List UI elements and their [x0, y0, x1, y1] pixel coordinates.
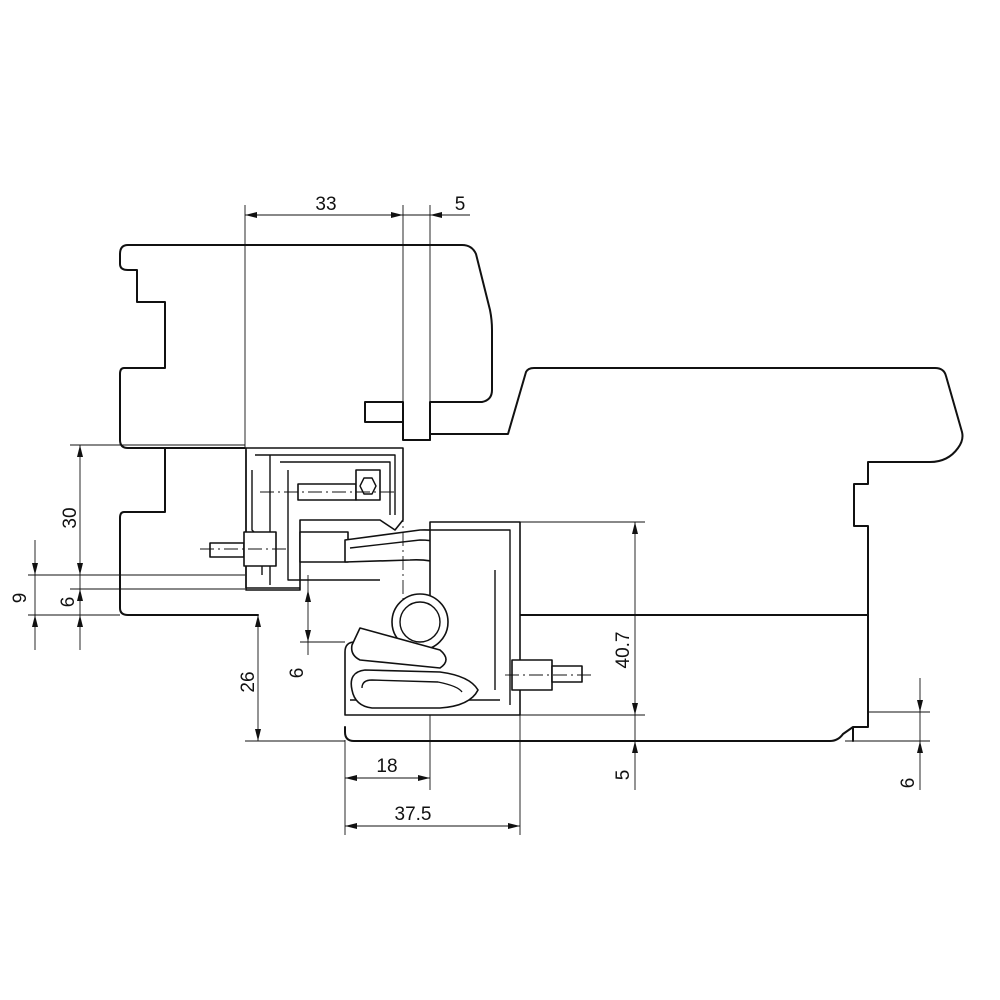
right-screw-shaft: [551, 665, 583, 683]
dim-5-top-label: 5: [455, 194, 466, 215]
pivot-cylinder: [391, 593, 449, 651]
frame-profile: [119, 244, 493, 616]
lower-link: [350, 627, 447, 669]
dim-5-right-label: 5: [613, 770, 634, 781]
left-screw-shaft: [209, 542, 245, 558]
dim-18-label: 18: [376, 756, 397, 777]
door-leaf-profile: [344, 367, 964, 742]
dim-30-label: 30: [60, 507, 81, 528]
dim-40-7-label: 40.7: [613, 632, 634, 669]
hex-socket-icon: [359, 477, 377, 495]
curl-link: [350, 669, 479, 709]
right-adjust-screw: [505, 659, 595, 691]
dim-26-label: 26: [238, 671, 259, 692]
left-adjust-screw: [200, 531, 349, 567]
left-screw-block: [299, 531, 349, 563]
top-screw: [260, 469, 395, 501]
dim-6-inner-label: 6: [287, 668, 308, 679]
dim-37-5-label: 37.5: [395, 804, 432, 825]
curl-link-inner: [361, 679, 463, 693]
pivot-circle-inner: [399, 601, 441, 643]
dim-6-far-right-label: 6: [898, 778, 919, 789]
top-screw-head: [355, 469, 381, 501]
dim-9-label: 9: [10, 593, 31, 604]
hinge-housing-inner: [255, 454, 396, 585]
dim-6-left-label: 6: [58, 597, 79, 608]
dim-33-label: 33: [315, 194, 336, 215]
